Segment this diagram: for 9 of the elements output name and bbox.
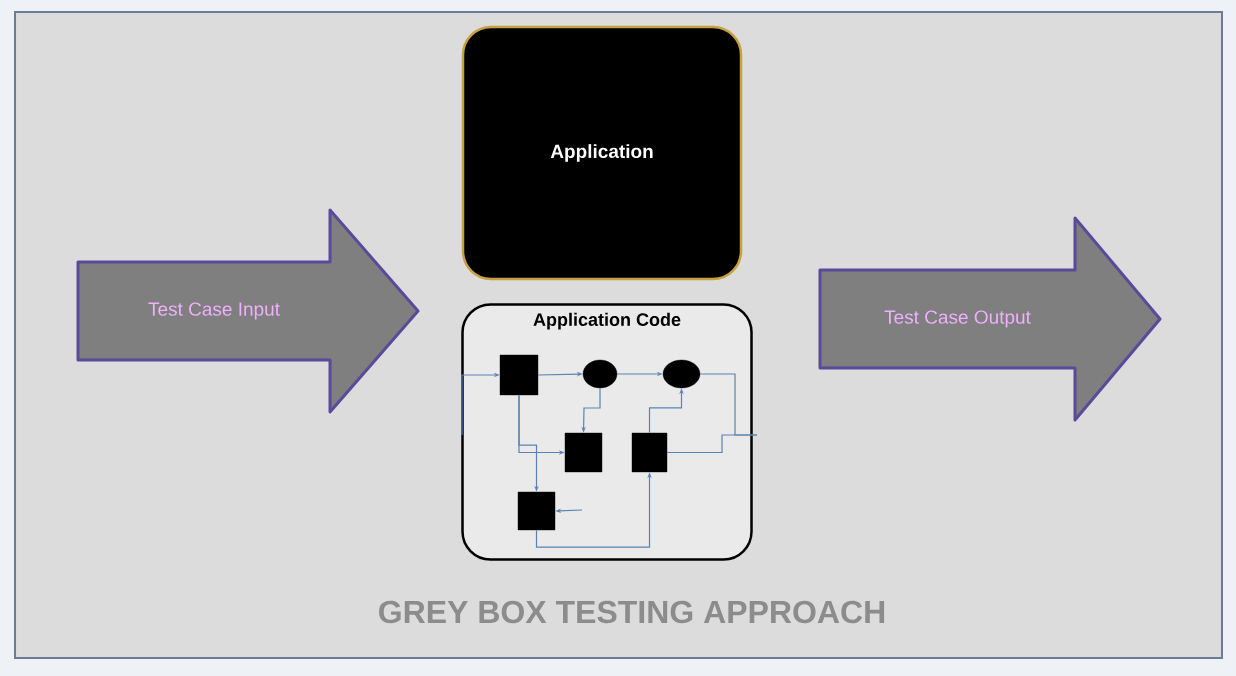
connector-line xyxy=(666,434,758,454)
flowchart-square xyxy=(564,432,603,473)
flowchart-circle xyxy=(582,359,618,389)
flowchart-circle xyxy=(662,359,701,389)
application-box: Application xyxy=(461,25,743,281)
title: GREY BOX TESTING APPROACH xyxy=(379,600,885,624)
flowchart-square xyxy=(631,432,668,473)
flowchart-square xyxy=(499,354,539,396)
flowchart-square xyxy=(517,491,556,531)
